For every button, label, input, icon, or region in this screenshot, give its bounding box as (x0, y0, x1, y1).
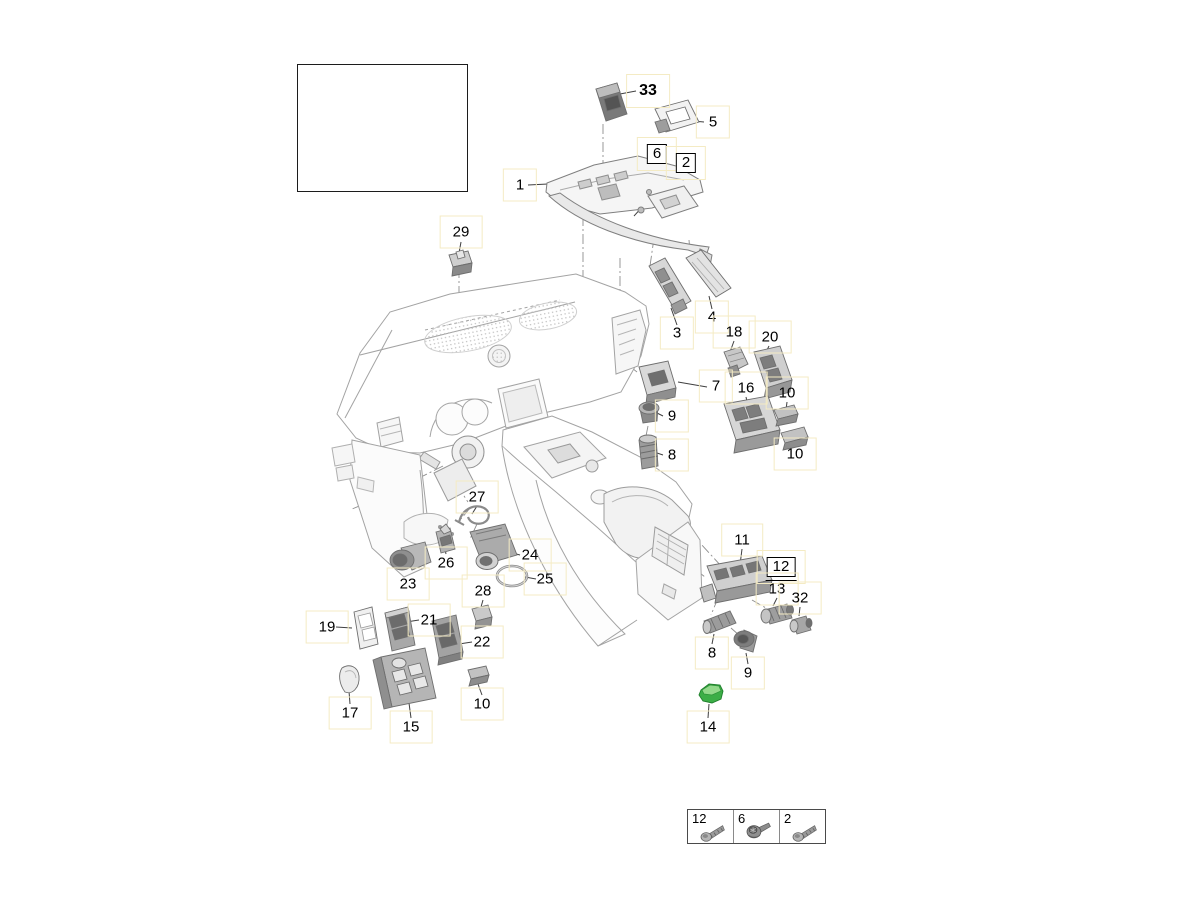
callout-27[interactable]: 27 (455, 480, 498, 514)
callout-1[interactable]: 1 (502, 168, 538, 202)
part-26-switch[interactable] (435, 523, 456, 554)
callout-9b[interactable]: 9 (730, 656, 766, 690)
part-10-clip-a[interactable] (773, 404, 799, 427)
fastener-legend-table: 12 6 2 (687, 809, 826, 844)
callout-20[interactable]: 20 (748, 320, 791, 354)
part-16-switch-bank[interactable] (723, 395, 781, 454)
legend-cell-12[interactable]: 12 (688, 810, 734, 843)
callout-13[interactable]: 13 (755, 572, 798, 606)
callout-11[interactable]: 11 (721, 523, 763, 557)
part-8-socket-b[interactable] (702, 610, 737, 634)
callout-14[interactable]: 14 (686, 710, 729, 744)
callout-10a[interactable]: 10 (765, 376, 808, 410)
callout-3[interactable]: 3 (659, 316, 695, 350)
callout-15[interactable]: 15 (389, 710, 432, 744)
screw-pan-icon (700, 825, 725, 842)
callout-8a[interactable]: 8 (654, 438, 690, 472)
legend-label-2: 2 (784, 811, 792, 826)
callout-32[interactable]: 32 (778, 581, 821, 615)
part-25-o-ring[interactable] (495, 564, 529, 588)
part-5-bezel[interactable] (654, 99, 700, 134)
callout-23[interactable]: 23 (386, 567, 429, 601)
part-4-trim-strip[interactable] (685, 249, 732, 298)
callout-12[interactable]: 12 (756, 550, 805, 584)
callout-4[interactable]: 4 (694, 300, 730, 334)
part-29-switch[interactable] (448, 249, 473, 277)
part-11-switch-strip[interactable] (699, 555, 773, 604)
part-9-knob-a[interactable] (638, 401, 660, 424)
callout-2[interactable]: 2 (665, 146, 707, 180)
part-27-bracket[interactable] (454, 505, 490, 526)
callout-25[interactable]: 25 (523, 562, 566, 596)
callout-28[interactable]: 28 (461, 574, 504, 608)
callout-19[interactable]: 19 (305, 610, 348, 644)
part-1-upper-trim-assembly[interactable] (545, 155, 713, 267)
callout-24[interactable]: 24 (508, 538, 551, 572)
part-20-switch[interactable] (753, 345, 793, 400)
callout-18[interactable]: 18 (712, 315, 755, 349)
legend-label-6: 6 (738, 811, 746, 826)
callout-17[interactable]: 17 (328, 696, 371, 730)
part-9-knob-b[interactable] (733, 629, 758, 653)
part-24-ignition-switch[interactable] (469, 523, 518, 570)
part-10-clip-b[interactable] (780, 426, 809, 451)
callout-8b[interactable]: 8 (694, 636, 730, 670)
part-18-sensor[interactable] (723, 346, 749, 378)
vehicle-thumbnail-frame (297, 64, 468, 192)
part-21-switch-bank[interactable] (384, 606, 416, 652)
part-22-switch-bank[interactable] (431, 614, 464, 666)
part-33-switch[interactable] (595, 82, 628, 122)
part-28-blank[interactable] (471, 604, 493, 630)
callout-7[interactable]: 7 (698, 369, 734, 403)
callout-5[interactable]: 5 (695, 105, 731, 139)
callout-29[interactable]: 29 (439, 215, 482, 249)
part-23-knob[interactable] (389, 541, 432, 571)
screw-torx-icon (746, 822, 771, 839)
callout-21[interactable]: 21 (407, 603, 450, 637)
callout-9a[interactable]: 9 (654, 399, 690, 433)
part-15-window-switch-bank[interactable] (372, 647, 437, 710)
part-8-socket-a[interactable] (638, 434, 659, 470)
callout-33[interactable]: 33 (626, 74, 670, 108)
part-14-blank-highlighted[interactable] (698, 683, 724, 704)
exploded-parts (339, 82, 813, 710)
part-10-clip-c[interactable] (467, 665, 490, 687)
callout-16[interactable]: 16 (724, 371, 767, 405)
part-19-blank-rocker[interactable] (353, 606, 379, 650)
part-7-switch[interactable] (638, 360, 677, 405)
screw-pan-icon (792, 825, 817, 842)
part-17-cover[interactable] (339, 665, 360, 694)
legend-cell-2[interactable]: 2 (780, 810, 825, 843)
part-3-switch-strip[interactable] (648, 257, 692, 315)
legend-cell-6[interactable]: 6 (734, 810, 780, 843)
callout-10c[interactable]: 10 (460, 687, 503, 721)
callout-22[interactable]: 22 (460, 625, 503, 659)
callout-26[interactable]: 26 (424, 546, 467, 580)
part-32-socket[interactable] (789, 615, 813, 635)
callout-10b[interactable]: 10 (773, 437, 816, 471)
legend-label-12: 12 (692, 811, 707, 826)
callout-6[interactable]: 6 (636, 137, 678, 171)
part-13-lighter-element[interactable] (760, 603, 794, 625)
center-console-line-art (501, 415, 703, 647)
